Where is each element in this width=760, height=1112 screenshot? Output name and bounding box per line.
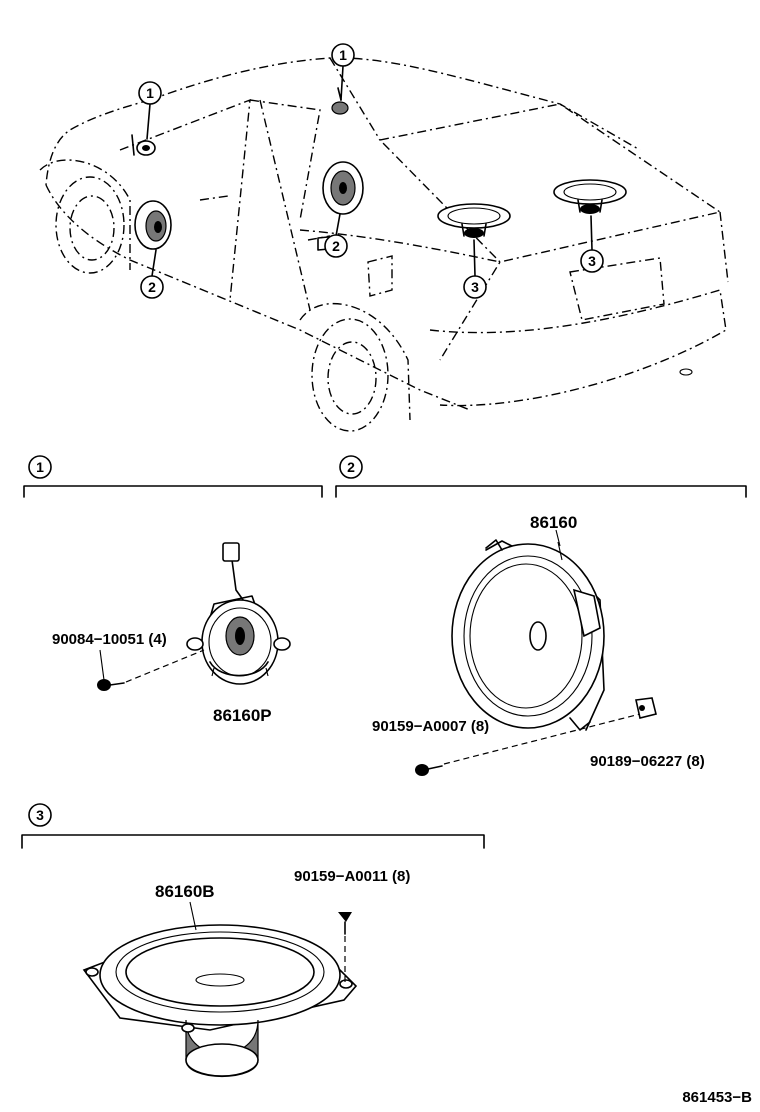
screw-90084-10051 bbox=[97, 679, 125, 691]
label-86160p: 86160P bbox=[213, 706, 272, 725]
section-3-number: 3 bbox=[28, 803, 52, 827]
callout-2-rear: 2 bbox=[324, 234, 348, 258]
svg-text:1: 1 bbox=[339, 47, 347, 63]
svg-text:2: 2 bbox=[347, 459, 355, 475]
label-86160: 86160 bbox=[530, 513, 577, 532]
car-tweeter-top bbox=[331, 87, 349, 115]
car-door-speaker-rear bbox=[317, 161, 364, 251]
callout-3-left: 3 bbox=[463, 275, 487, 299]
label-90189-06227: 90189−06227 (8) bbox=[590, 753, 705, 770]
section-2-bracket bbox=[335, 485, 747, 498]
label-90159-a0007: 90159−A0007 (8) bbox=[372, 718, 489, 735]
section-1-bracket bbox=[23, 485, 323, 498]
section-1: 1 90084−10051 (4) 86160P bbox=[23, 455, 323, 725]
svg-text:3: 3 bbox=[588, 253, 596, 269]
label-86160b: 86160B bbox=[155, 882, 215, 901]
svg-text:3: 3 bbox=[471, 279, 479, 295]
car-rear-speaker-right bbox=[553, 179, 627, 214]
speaker-86160b bbox=[82, 924, 358, 1077]
screw-90159-a0007 bbox=[415, 764, 443, 776]
section-2: 2 86160 90159−A0007 (8) 90189−06227 (8) bbox=[335, 455, 747, 776]
diagram-id: 861453−B bbox=[682, 1089, 752, 1106]
section-3-bracket bbox=[21, 834, 485, 849]
label-90084-10051: 90084−10051 (4) bbox=[52, 631, 167, 648]
svg-text:3: 3 bbox=[36, 807, 44, 823]
callout-2-front: 2 bbox=[140, 275, 164, 299]
callout-1-front: 1 bbox=[138, 81, 162, 105]
car-rear-speaker-left bbox=[437, 203, 511, 238]
section-2-number: 2 bbox=[339, 455, 363, 479]
car-illustration: 1 1 2 2 3 3 bbox=[39, 43, 729, 432]
section-1-number: 1 bbox=[28, 455, 52, 479]
callout-1-top: 1 bbox=[331, 43, 355, 67]
car-tweeter-front bbox=[131, 134, 156, 156]
speaker-86160 bbox=[451, 539, 605, 731]
car-door-speaker-front bbox=[134, 200, 172, 250]
label-90159-a0011: 90159−A0011 (8) bbox=[294, 868, 410, 885]
callout-3-right: 3 bbox=[580, 249, 604, 273]
section-3: 3 86160B 90159−A0011 (8) bbox=[21, 803, 485, 1077]
nut-90189-06227 bbox=[635, 697, 657, 719]
screw-90159-a0011 bbox=[338, 912, 352, 935]
svg-text:2: 2 bbox=[148, 279, 156, 295]
svg-text:1: 1 bbox=[146, 85, 154, 101]
svg-text:2: 2 bbox=[332, 238, 340, 254]
tweeter-86160p bbox=[186, 542, 291, 685]
svg-text:1: 1 bbox=[36, 459, 44, 475]
